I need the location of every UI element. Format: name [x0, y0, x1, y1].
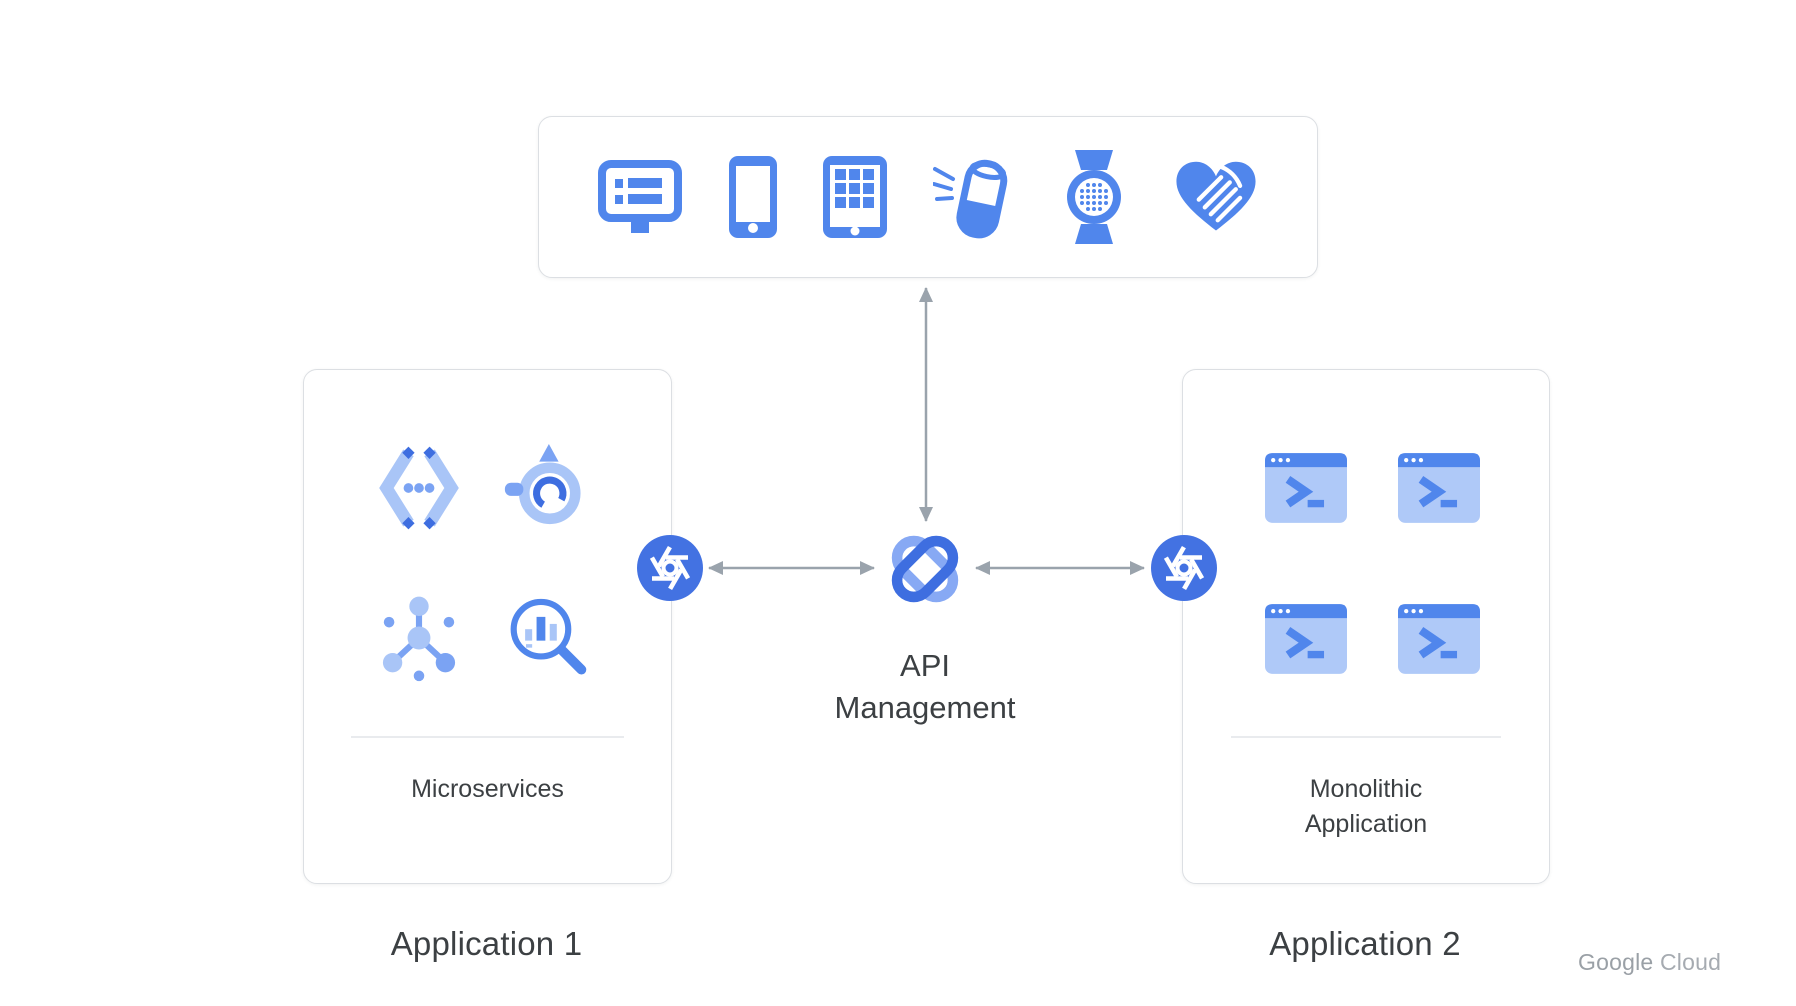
- application1-caption: Application 1: [390, 925, 583, 962]
- search-insights-icon: [510, 598, 587, 675]
- gyroscope-service-icon: [504, 444, 581, 525]
- brand-secondary: Cloud: [1659, 949, 1722, 975]
- api-management-knot-icon: [891, 535, 959, 603]
- desktop-display-icon: [598, 160, 682, 233]
- panel-divider: [351, 736, 624, 738]
- app1-panel-label: Microservices: [411, 775, 564, 803]
- client-devices-panel: [538, 116, 1318, 278]
- application1-panel: Microservices: [303, 369, 672, 884]
- google-cloud-logo: Google Cloud: [1578, 949, 1721, 976]
- terminal-window-icon: [1265, 604, 1347, 674]
- terminal-window-icon: [1398, 604, 1480, 674]
- api-proxy-shutter-icon: [637, 535, 703, 601]
- app2-panel-label: Monolithic Application: [1304, 775, 1428, 838]
- terminal-window-icon: [1265, 453, 1347, 523]
- health-heart-hand-icon: [1176, 161, 1256, 231]
- cluster-nodes-icon: [382, 596, 456, 682]
- panel-divider: [1231, 736, 1501, 738]
- tablet-icon: [823, 156, 887, 238]
- code-brackets-icon: [379, 446, 459, 530]
- terminal-window-icon: [1398, 453, 1480, 523]
- smart-speaker-icon: [933, 159, 1008, 239]
- brand-primary: Google: [1578, 949, 1654, 975]
- smartwatch-icon: [1067, 150, 1121, 244]
- application2-panel: Monolithic Application: [1182, 369, 1550, 884]
- api-proxy-shutter-icon: [1151, 535, 1217, 601]
- api-management-label: API Management: [834, 648, 1016, 725]
- application2-caption: Application 2: [1269, 925, 1461, 962]
- smartphone-icon: [729, 156, 777, 238]
